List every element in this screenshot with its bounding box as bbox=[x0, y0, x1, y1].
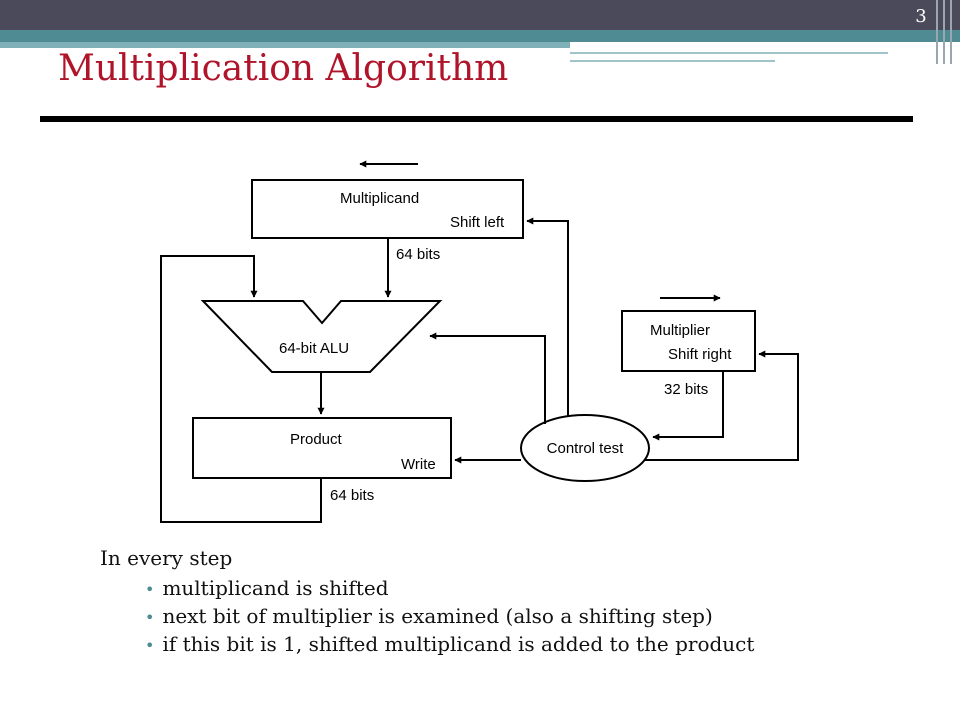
multiplicand-operation-label: Shift left bbox=[450, 214, 505, 231]
control-test-label: Control test bbox=[547, 440, 625, 457]
header-rule-upper bbox=[570, 52, 888, 54]
alu-shape bbox=[200, 300, 443, 373]
header-vertical-rule bbox=[936, 0, 938, 64]
notes-bullet-list: • multiplicand is shifted • next bit of mu… bbox=[100, 576, 754, 656]
bullet-text: next bit of multiplier is examined (also… bbox=[162, 604, 713, 628]
control-to-multiplicand-arrow bbox=[526, 217, 569, 416]
header-bar bbox=[0, 0, 960, 30]
slide-title: Multiplication Algorithm bbox=[58, 48, 509, 89]
bullet-dot-icon: • bbox=[145, 636, 155, 655]
control-to-multiplier-arrow bbox=[645, 350, 799, 461]
bullet-item: • if this bit is 1, shifted multiplicand … bbox=[145, 632, 754, 656]
multiplier-operation-label: Shift right bbox=[668, 346, 732, 363]
alu-label: 64-bit ALU bbox=[279, 340, 349, 357]
bullet-text: multiplicand is shifted bbox=[162, 576, 389, 600]
bullet-item: • multiplicand is shifted bbox=[145, 576, 754, 600]
explanation-notes: In every step • multiplicand is shifted •… bbox=[100, 546, 754, 660]
multiplier-width-label: 32 bits bbox=[664, 381, 708, 398]
bullet-item: • next bit of multiplier is examined (als… bbox=[145, 604, 754, 628]
multiplicand-label: Multiplicand bbox=[340, 190, 419, 207]
header-rule-lower bbox=[570, 60, 775, 62]
multiplier-to-control-arrow bbox=[652, 371, 724, 441]
bullet-text: if this bit is 1, shifted multiplicand i… bbox=[162, 632, 755, 656]
product-label: Product bbox=[290, 431, 343, 448]
control-to-alu-arrow bbox=[429, 332, 546, 424]
header-accent-stripe bbox=[0, 42, 570, 48]
product-operation-label: Write bbox=[401, 456, 436, 473]
slide-number: 3 bbox=[915, 6, 927, 27]
control-test-ellipse bbox=[520, 414, 650, 482]
multiplicand-width-label: 64 bits bbox=[396, 246, 440, 263]
title-underline bbox=[40, 116, 913, 122]
multiplier-register bbox=[621, 310, 756, 372]
header-vertical-rule bbox=[943, 0, 945, 64]
bullet-dot-icon: • bbox=[145, 608, 155, 627]
product-width-label: 64 bits bbox=[330, 487, 374, 504]
notes-lead: In every step bbox=[100, 546, 233, 570]
product-register bbox=[192, 417, 452, 479]
multiplier-label: Multiplier bbox=[650, 322, 710, 339]
bullet-dot-icon: • bbox=[145, 580, 155, 599]
header-vertical-rule bbox=[950, 0, 952, 64]
header-accent-bar bbox=[0, 30, 960, 42]
product-feedback-arrow bbox=[160, 255, 322, 523]
